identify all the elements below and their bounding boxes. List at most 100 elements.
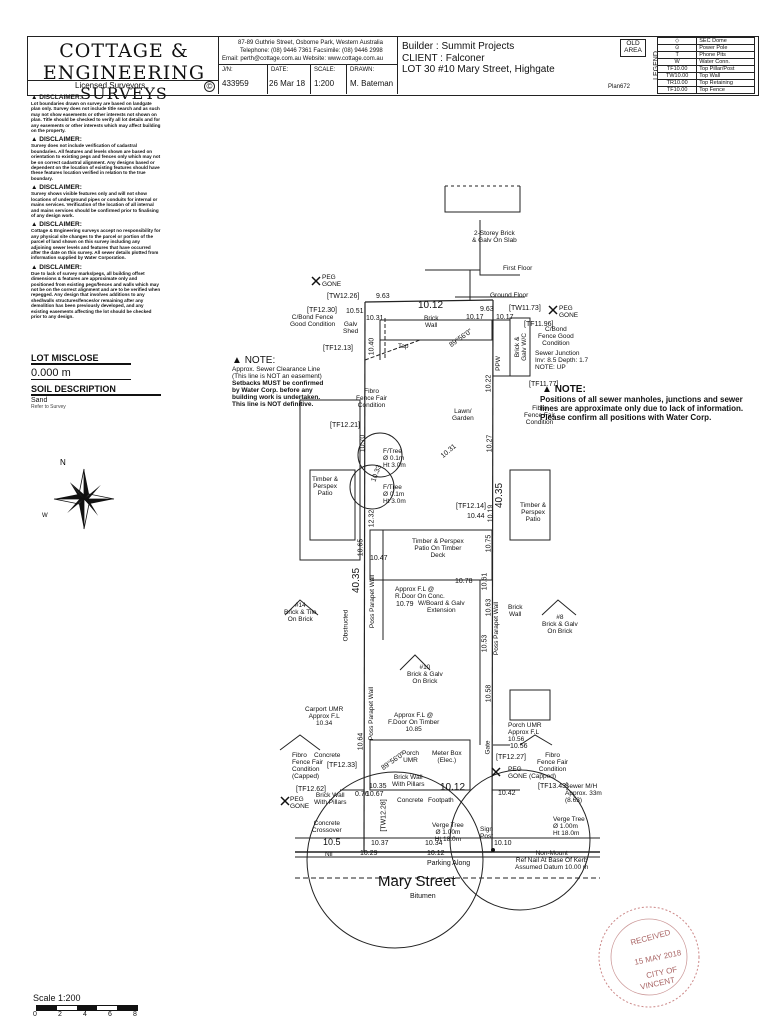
note-left-title: ▲ NOTE: xyxy=(232,355,352,366)
approx-fl-rdoor: Approx F.L @ R.Door On Conc. xyxy=(395,586,445,600)
tf-1343: [TF13.43] xyxy=(538,783,568,790)
survey-date: 26 Mar 18 xyxy=(269,79,306,88)
note-left-line3: Setbacks MUST be confirmed xyxy=(232,380,324,387)
note-left-line4: by Water Corp. before any xyxy=(232,387,313,394)
dim-1058: 10.58 xyxy=(485,684,493,703)
gate-label: Gate xyxy=(484,740,492,755)
dim-1063: 10.63 xyxy=(485,598,493,617)
scale-ticks: 0 2 4 6 8 xyxy=(32,1011,144,1021)
disclaimer-text: Due to lack of survey marks/pegs, all bu… xyxy=(31,270,161,319)
dim-1037: 10.37 xyxy=(371,840,389,847)
disclaimer-text: Cottage & Engineering surveys accept no … xyxy=(31,228,161,261)
title-block xyxy=(27,36,759,96)
scale-tick: 8 xyxy=(133,1011,137,1018)
drawn-label: DRAWN: xyxy=(350,67,375,73)
peg-gone-label-right: PEG GONE xyxy=(559,305,579,319)
disclaimer-title-text: DISCLAIMER: xyxy=(39,263,82,271)
dim-1010: 10.10 xyxy=(494,840,512,847)
fruit-tree-1: F/Tree Ø 0.1m Ht 3.0m xyxy=(383,448,406,469)
note-right-line2: lines are approximate only due to lack o… xyxy=(540,404,744,413)
note-left: ▲ NOTE: Approx. Sewer Clearance Line (Th… xyxy=(232,355,352,408)
dim-1027: 10.27 xyxy=(486,434,494,453)
disclaimer-title: ▲ DISCLAIMER: xyxy=(31,184,161,191)
dim-1056: 10.56 xyxy=(510,743,528,750)
tf-1221: [TF12.21] xyxy=(330,422,360,429)
disclaimer-title: ▲ DISCLAIMER: xyxy=(31,94,161,101)
ppw-label: PPW xyxy=(494,356,502,371)
lot-misclose-value: 0.000 m xyxy=(31,367,131,380)
client: CLIENT : Falconer xyxy=(402,53,485,64)
nil-label: Nil xyxy=(325,851,333,858)
tf-1227: [TF12.27] xyxy=(496,754,526,761)
dim-1232: 12.32 xyxy=(368,509,376,528)
note-right: ▲ NOTE: Positions of all sewer manholes,… xyxy=(540,384,765,422)
peg-gone-label: PEG GONE xyxy=(322,274,342,288)
tf-1262: [TF12.62] xyxy=(296,786,326,793)
disclaimer-title: ▲ DISCLAIMER: xyxy=(31,136,161,143)
timber-deck: Timber & Perspex Patio On Timber Deck xyxy=(412,538,464,559)
scale-label: Scale 1:200 xyxy=(33,993,81,1003)
dim-1042: 10.42 xyxy=(498,790,516,797)
parking-label: Parking Along xyxy=(427,860,471,867)
note-left-line6: This line is NOT definitive. xyxy=(232,401,314,408)
disclaimer-text: Survey shows visible features only and w… xyxy=(31,191,159,218)
fibro-fence-right: Fibro Fence Fair Condition xyxy=(524,405,556,426)
tf-1196: [TF11.96] xyxy=(524,321,554,328)
survey-scale: 1:200 xyxy=(314,79,335,88)
cbond-fence-left: C/Bond Fence Good Condition xyxy=(290,314,336,328)
galv-shed: Galv Shed xyxy=(343,321,359,335)
scale-tick: 4 xyxy=(83,1011,87,1018)
brick-wall-pillars-2: Brick Wall With Pillars xyxy=(314,792,347,806)
dim-963-right: 9.63 xyxy=(480,306,494,313)
drawn-by: M. Bateman xyxy=(350,79,394,88)
council-stamp xyxy=(598,906,700,1008)
plan-number: Plan672 xyxy=(608,84,631,90)
dim-105: 10.5 xyxy=(323,837,341,847)
disclaimer-title-text: DISCLAIMER: xyxy=(39,184,82,192)
company-name-line1: COTTAGE & ENGINEERING xyxy=(42,40,206,84)
tf-1233: [TF12.33] xyxy=(327,762,357,769)
poss-parapet-wall-2: Poss Parapet Wall xyxy=(493,601,501,656)
dim-963-left: 9.63 xyxy=(376,293,390,300)
tap-label: Tap xyxy=(398,343,409,350)
fruit-tree-2: F/Tree Ø 0.1m Ht 3.0m xyxy=(383,484,406,505)
dim-1067: 10.67 xyxy=(366,791,384,798)
brick-galv-wc: Brick & Galv W/C xyxy=(513,333,528,361)
note-left-line1: Approx. Sewer Clearance Line xyxy=(232,366,321,373)
wboard-extension: W/Board & Galv Extension xyxy=(418,600,465,614)
disclaimer-title-text: DISCLAIMER: xyxy=(39,221,82,229)
disclaimer-text: Survey does not include verification of … xyxy=(31,143,161,181)
note-right-line3: Please confirm all positions with Water … xyxy=(540,413,712,422)
warning-icon: ▲ xyxy=(31,94,40,101)
scale-label: SCALE: xyxy=(314,67,336,73)
street-surface: Bitumen xyxy=(410,893,436,900)
verge-tree-1: Verge Tree Ø 1.00m Ht 18.0m xyxy=(432,822,464,843)
brick-wall-mid: Brick Wall xyxy=(508,604,523,618)
warning-icon: ▲ xyxy=(232,355,242,366)
disclaimer-title-text: DISCLAIMER: xyxy=(39,94,82,101)
dim-1017a: 10.17 xyxy=(466,314,484,321)
company-phone: Telephone: (08) 9446 7361 Facsimile: (08… xyxy=(240,48,383,54)
scale-tick: 0 xyxy=(33,1011,37,1018)
poss-parapet-wall: Poss Parapet Wall xyxy=(369,574,377,629)
note-left-title-text: NOTE: xyxy=(244,355,276,366)
jn-label: J/N: xyxy=(222,67,233,73)
dim-1029: 10.29 xyxy=(360,850,378,857)
warning-icon: ▲ xyxy=(542,384,552,395)
street-name: Mary Street xyxy=(378,873,456,890)
disclaimer-title: ▲ DISCLAIMER: xyxy=(31,264,161,271)
dim-1022: 10.22 xyxy=(485,374,493,393)
dim-1065: 10.65 xyxy=(357,538,365,557)
dim-1012-street: 10.12 xyxy=(427,850,445,857)
approx-fl-fdoor: Approx F.L @ F.Door On Timber 10.85 xyxy=(388,712,440,733)
poss-parapet-wall-3: Poss Parapet Wall xyxy=(368,686,376,741)
brick-wall-pillars: Brick Wall With Pillars xyxy=(392,774,425,788)
fibro-fence-right-2: Fibro Fence Fair Condition xyxy=(537,752,569,773)
concrete-label: Concrete xyxy=(397,797,424,804)
timber-patio-right: Timber & Perspex Patio xyxy=(520,502,547,523)
verge-tree-2: Verge Tree Ø 1.00m Ht 18.0m xyxy=(553,816,585,837)
warning-icon: ▲ xyxy=(31,184,40,192)
house-10: #10 Brick & Galv On Brick xyxy=(407,664,443,685)
tf-1230: [TF12.30] xyxy=(307,307,337,314)
